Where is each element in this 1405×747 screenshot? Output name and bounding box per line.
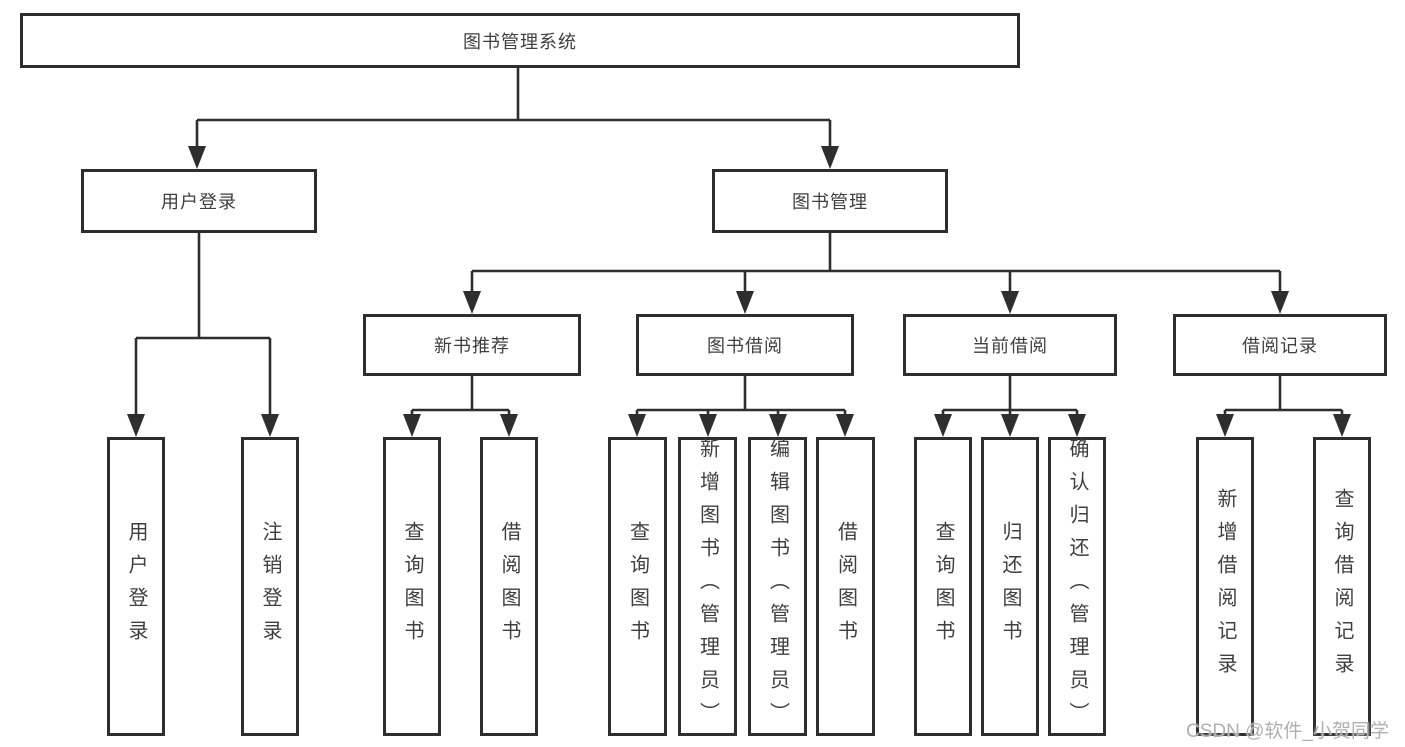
leaf-query-books-recommend: 查询图书 <box>383 437 441 736</box>
node-user-login-label: 用户登录 <box>161 192 237 212</box>
leaf-logout: 注销登录 <box>241 437 299 736</box>
leaf-borrow-books-recommend-label: 借阅图书 <box>498 520 520 653</box>
arrowheads <box>127 146 1351 437</box>
node-current-borrow: 当前借阅 <box>903 314 1117 376</box>
leaf-query-books-current-label: 查询图书 <box>932 520 954 653</box>
leaf-add-book-admin-label: 新增图书（管理员） <box>696 438 719 735</box>
node-borrow-records-label: 借阅记录 <box>1242 336 1318 356</box>
leaf-add-borrow-record-label: 新增借阅记录 <box>1214 487 1236 686</box>
leaf-borrow-books-label: 借阅图书 <box>834 520 857 653</box>
node-user-login: 用户登录 <box>81 169 317 233</box>
leaf-user-login: 用户登录 <box>107 437 165 736</box>
leaf-query-books-borrow-label: 查询图书 <box>626 520 649 653</box>
leaf-query-borrow-record: 查询借阅记录 <box>1313 437 1371 736</box>
node-book-borrow: 图书借阅 <box>636 314 854 376</box>
node-root: 图书管理系统 <box>20 13 1020 68</box>
leaf-return-book: 归还图书 <box>981 437 1039 736</box>
leaf-add-book-admin: 新增图书（管理员） <box>678 437 737 736</box>
leaf-confirm-return-admin: 确认归还（管理员） <box>1048 437 1106 736</box>
leaf-confirm-return-admin-label: 确认归还（管理员） <box>1066 438 1088 735</box>
node-new-book-recommend: 新书推荐 <box>363 314 581 376</box>
leaf-borrow-books-recommend: 借阅图书 <box>480 437 538 736</box>
leaf-edit-book-admin: 编辑图书（管理员） <box>748 437 807 736</box>
leaf-query-books-recommend-label: 查询图书 <box>401 520 423 653</box>
leaf-logout-label: 注销登录 <box>259 520 281 653</box>
node-book-borrow-label: 图书借阅 <box>707 336 783 356</box>
node-book-management-label: 图书管理 <box>792 192 868 212</box>
leaf-edit-book-admin-label: 编辑图书（管理员） <box>766 438 789 735</box>
node-root-label: 图书管理系统 <box>463 31 577 52</box>
leaf-return-book-label: 归还图书 <box>999 520 1021 653</box>
leaf-query-books-borrow: 查询图书 <box>608 437 667 736</box>
leaf-query-borrow-record-label: 查询借阅记录 <box>1331 487 1353 686</box>
node-book-management: 图书管理 <box>712 169 948 233</box>
leaf-add-borrow-record: 新增借阅记录 <box>1196 437 1254 736</box>
leaf-user-login-label: 用户登录 <box>125 520 147 653</box>
csdn-watermark: CSDN @软件_小贺同学 <box>1186 721 1389 742</box>
node-new-book-recommend-label: 新书推荐 <box>434 336 510 356</box>
leaf-borrow-books: 借阅图书 <box>816 437 875 736</box>
leaf-query-books-current: 查询图书 <box>914 437 972 736</box>
node-current-borrow-label: 当前借阅 <box>972 336 1048 356</box>
node-borrow-records: 借阅记录 <box>1173 314 1387 376</box>
